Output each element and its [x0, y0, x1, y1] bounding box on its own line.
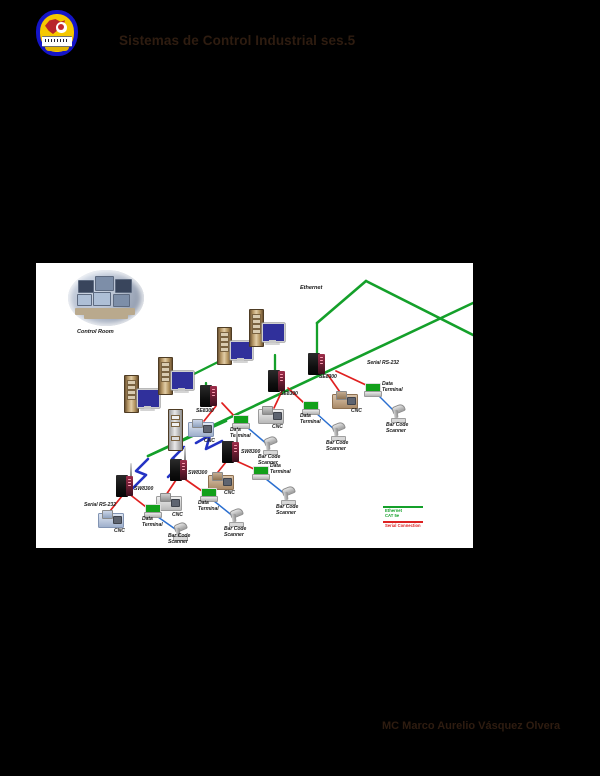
label-sw8300-a: SW8300 — [134, 486, 154, 492]
device-data-terminal-4 — [252, 466, 270, 480]
label-data-terminal-5: Data Terminal — [198, 500, 219, 512]
device-data-terminal-5 — [200, 488, 218, 502]
legend-serial-swatch — [383, 521, 423, 523]
label-sw8300-b: SW8300 — [188, 470, 208, 476]
device-cnc-3 — [188, 419, 214, 437]
legend-ethernet-swatch — [383, 506, 423, 508]
document-header: Sistemas de Control Industrial ses.5 — [0, 0, 600, 72]
label-cnc-6: CNC — [114, 528, 125, 534]
device-se8300-b — [268, 370, 285, 392]
device-barcode-scanner-5 — [228, 506, 245, 527]
label-cnc-4: CNC — [224, 490, 235, 496]
label-se8300-b: SE8300 — [280, 391, 298, 397]
label-cnc-3: CNC — [204, 438, 215, 444]
device-se8300-a — [200, 385, 217, 407]
label-control-room: Control Room — [77, 329, 114, 335]
label-sw8300-c: SW8300 — [241, 449, 261, 455]
device-sw8300-c — [222, 429, 239, 463]
device-barcode-scanner-3 — [262, 434, 279, 455]
legend-ethernet-label: Ethernet CAT 5e — [385, 508, 402, 518]
label-cnc-5: CNC — [172, 512, 183, 518]
legend-serial-label: Serial Connection — [385, 523, 421, 528]
label-se8300-c: SE8300 — [319, 374, 337, 380]
label-barcode-scanner-5: Bar Code Scanner — [224, 526, 247, 538]
diagram-legend: Ethernet CAT 5e Serial Connection — [383, 504, 439, 532]
document-author: MC Marco Aurelio Vásquez Olvera — [382, 720, 561, 732]
label-data-terminal-3: Data Terminal — [230, 427, 251, 439]
label-ethernet: Ethernet — [300, 285, 323, 291]
label-barcode-scanner-4: Bar Code Scanner — [276, 504, 299, 516]
device-barcode-scanner-2 — [330, 420, 347, 441]
device-cnc-4 — [208, 472, 234, 490]
device-data-terminal-1 — [364, 383, 382, 397]
device-barcode-scanner-4 — [280, 484, 297, 505]
label-data-terminal-2: Data Terminal — [300, 413, 321, 425]
device-barcode-scanner-1 — [390, 402, 407, 423]
device-cnc-1 — [332, 391, 358, 409]
control-room-photo — [68, 270, 144, 326]
label-se8300-a: SE8300 — [196, 408, 214, 414]
label-data-terminal-1: Data Terminal — [382, 381, 403, 393]
label-serial-rs232-top: Serial RS-232 — [367, 360, 399, 366]
label-serial-rs232-bottom: Serial RS-232 — [84, 502, 116, 508]
device-data-terminal-2 — [302, 401, 320, 415]
device-sw8300-a — [116, 463, 133, 497]
label-cnc-1: CNC — [351, 408, 362, 414]
label-data-terminal-6: Data Terminal — [142, 516, 163, 528]
label-barcode-scanner-1: Bar Code Scanner — [386, 422, 409, 434]
device-sw8300-b — [170, 447, 187, 481]
university-crest-icon — [36, 10, 78, 56]
device-data-terminal-6 — [144, 504, 162, 518]
label-barcode-scanner-6: Bar Code Scanner — [168, 533, 191, 545]
network-diagram-figure: Control Room — [36, 263, 473, 548]
device-data-terminal-3 — [232, 415, 250, 429]
label-data-terminal-4: Data Terminal — [270, 463, 291, 475]
device-barcode-scanner-6 — [172, 520, 189, 541]
label-cnc-2: CNC — [272, 424, 283, 430]
page-title: Sistemas de Control Industrial ses.5 — [119, 33, 356, 48]
device-cnc-6 — [98, 510, 124, 528]
device-cnc-5 — [156, 493, 182, 511]
label-barcode-scanner-2: Bar Code Scanner — [326, 440, 349, 452]
device-se8300-c — [308, 353, 325, 375]
device-cnc-2 — [258, 406, 284, 424]
label-barcode-scanner-3: Bar Code Scanner — [258, 454, 281, 466]
